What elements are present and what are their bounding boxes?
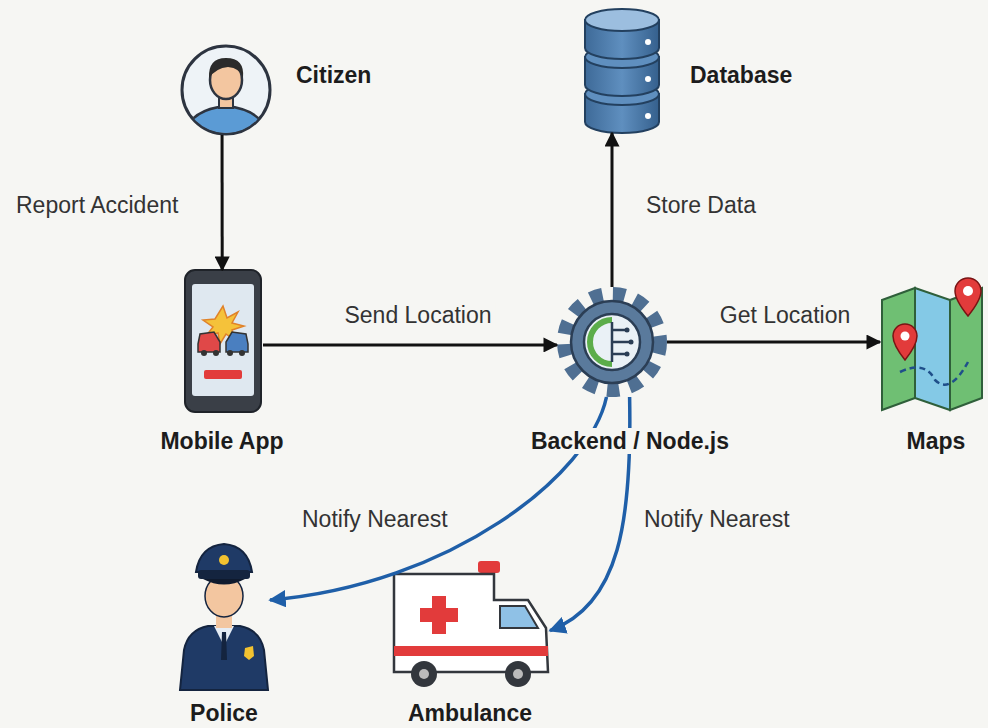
- edge-label: Notify Nearest: [298, 506, 452, 532]
- connector-arrow: [263, 343, 557, 346]
- database-icon: [585, 9, 659, 133]
- node-label: Police: [186, 700, 262, 726]
- node-label: Maps: [903, 428, 970, 454]
- connector-arrow: [611, 133, 614, 287]
- edge-label: Store Data: [642, 192, 760, 218]
- police-icon: [180, 544, 268, 690]
- icon-node: Police: [178, 540, 270, 690]
- gear-icon: [565, 295, 659, 389]
- connector-arrow: [667, 341, 880, 344]
- node-label: Citizen: [292, 62, 375, 88]
- map-icon: [882, 278, 982, 410]
- node-label: Database: [686, 62, 796, 88]
- ambulance-icon: [394, 561, 548, 687]
- icon-node: Ambulance: [392, 558, 550, 690]
- citizen-icon: [182, 46, 270, 140]
- edge-label: Get Location: [716, 302, 854, 328]
- node-label: Backend / Node.js: [527, 428, 733, 454]
- icon-node: Citizen: [181, 45, 271, 135]
- edge-label: Send Location: [340, 302, 495, 328]
- connector-arrow: [221, 135, 224, 270]
- icon-node: Mobile App: [183, 270, 263, 412]
- node-label: Mobile App: [156, 428, 287, 454]
- edge-label: Report Accident: [12, 192, 182, 218]
- icon-node: Maps: [880, 280, 984, 412]
- icon-node: Database: [585, 5, 660, 133]
- edge-label: Notify Nearest: [640, 506, 794, 532]
- phone-icon: [185, 270, 261, 412]
- icon-node: Backend / Node.js: [557, 287, 667, 397]
- node-label: Ambulance: [404, 700, 536, 726]
